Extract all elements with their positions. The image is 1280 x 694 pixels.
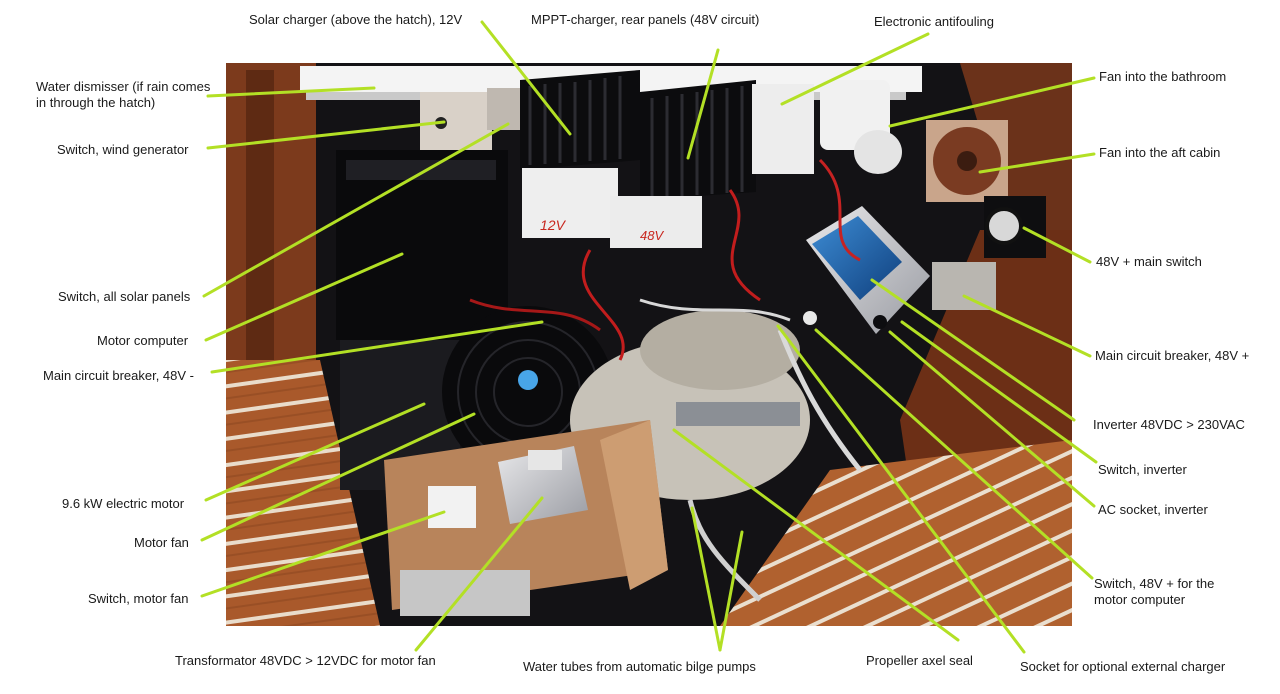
motor-computer-box <box>336 150 508 340</box>
leader-electronic-antifouling <box>780 32 930 106</box>
fans-and-switches <box>820 80 1046 310</box>
label-switch-motor-fan: Switch, motor fan <box>88 591 189 606</box>
label-solar-charger-12v: Solar charger (above the hatch), 12V <box>249 12 463 27</box>
leader-transformator <box>414 496 544 652</box>
leader-motor-computer <box>204 252 404 342</box>
leader-fan-bathroom <box>888 76 1096 128</box>
leader-switch-inverter <box>900 320 1098 464</box>
leader-main-breaker-48v-plus <box>962 294 1092 358</box>
leader-switch-solar-panels <box>202 122 510 298</box>
leader-ac-socket <box>888 330 1096 508</box>
leader-water-tubes-a <box>690 506 722 652</box>
leader-fan-aft-cabin <box>978 152 1096 174</box>
leader-electric-motor <box>204 402 426 502</box>
leader-solar-charger-12v <box>480 20 572 136</box>
leader-main-breaker-48v-minus <box>210 320 544 374</box>
label-socket-external-charger: Socket for optional external charger <box>1020 659 1226 674</box>
label-fan-bathroom: Fan into the bathroom <box>1099 69 1227 84</box>
leader-mppt-charger-48v <box>686 48 720 160</box>
label-main-switch-48v: 48V + main switch <box>1096 254 1202 269</box>
leader-inverter <box>870 278 1076 422</box>
leader-switch-motor-fan <box>200 510 446 598</box>
label-water-tubes: Water tubes from automatic bilge pumps <box>523 659 756 674</box>
label-motor-computer: Motor computer <box>97 333 189 348</box>
leader-socket-external-charger <box>776 324 1026 654</box>
label-electric-motor: 9.6 kW electric motor <box>62 496 185 511</box>
charger-12v-text: 12V <box>540 217 567 233</box>
leader-water-dismisser <box>206 86 376 98</box>
label-transformator: Transformator 48VDC > 12VDC for motor fa… <box>175 653 436 668</box>
label-electronic-antifouling: Electronic antifouling <box>874 14 994 29</box>
charger-units: 12V 48V <box>520 70 814 248</box>
leader-main-switch-48v <box>1022 226 1092 264</box>
leader-switch-motor-computer <box>814 328 1094 580</box>
leader-motor-fan <box>200 412 476 542</box>
label-switch-solar-panels: Switch, all solar panels <box>58 289 191 304</box>
leader-switch-wind-generator <box>206 120 446 150</box>
label-main-breaker-48v-plus: Main circuit breaker, 48V + <box>1095 348 1250 363</box>
label-switch-motor-computer: Switch, 48V + for the motor computer <box>1094 576 1215 607</box>
label-inverter: Inverter 48VDC > 230VAC <box>1093 417 1245 432</box>
label-switch-wind-generator: Switch, wind generator <box>57 142 189 157</box>
leader-water-tubes-b <box>718 530 744 652</box>
label-water-dismisser: Water dismisser (if rain comes in throug… <box>36 79 211 110</box>
label-motor-fan: Motor fan <box>134 535 189 550</box>
label-switch-inverter: Switch, inverter <box>1098 462 1187 477</box>
label-fan-aft-cabin: Fan into the aft cabin <box>1099 145 1221 160</box>
label-mppt-charger-48v: MPPT-charger, rear panels (48V circuit) <box>531 12 760 27</box>
leader-propeller-seal <box>672 428 960 642</box>
label-main-breaker-48v-minus: Main circuit breaker, 48V - <box>43 368 195 383</box>
label-propeller-seal: Propeller axel seal <box>866 653 973 668</box>
charger-48v-text: 48V <box>640 228 664 243</box>
label-ac-socket: AC socket, inverter <box>1098 502 1208 517</box>
